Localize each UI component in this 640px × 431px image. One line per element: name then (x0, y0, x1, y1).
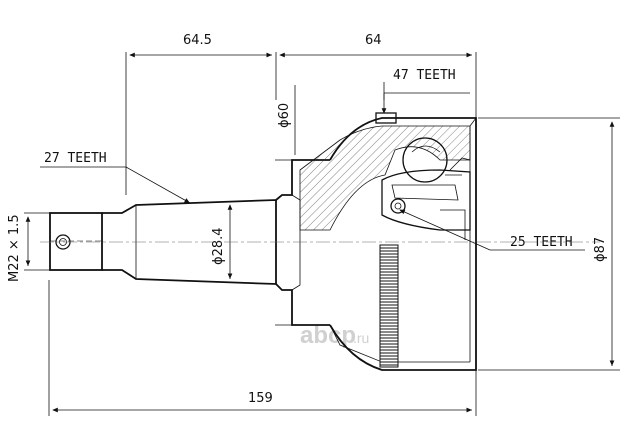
watermark-tld: .ru (353, 330, 369, 346)
threaded-end (49, 212, 103, 271)
dim-housing-length: 64 (365, 33, 382, 48)
abs-ring (379, 244, 399, 368)
callout-inner-spline (399, 209, 585, 251)
dim-shaft-length: 64.5 (183, 33, 212, 48)
watermark-brand: abcp (300, 322, 356, 349)
dim-thread: M22 × 1.5 (7, 214, 22, 282)
top-dimensions (125, 52, 477, 195)
abs-teeth-pattern (380, 247, 398, 366)
housing-stem (275, 159, 330, 326)
dim-overall-length: 159 (248, 391, 273, 406)
ball-lower (390, 198, 406, 214)
callout-outer-spline-label: 27 TEETH (44, 151, 107, 166)
bottom-dimension (48, 280, 477, 416)
ball-upper (402, 137, 448, 183)
callout-outer-spline (40, 166, 191, 204)
callout-inner-spline-label: 25 TEETH (510, 235, 573, 250)
watermark: abcp .ru (300, 322, 369, 349)
dim-shaft-diameter: ϕ28.4 (211, 227, 226, 265)
thread-dimension (24, 212, 50, 271)
inner-joint (381, 137, 471, 240)
dim-outer-diameter: ϕ87 (593, 237, 608, 262)
outer-diameter-dimension (478, 117, 620, 371)
callout-abs-teeth-label: 47 TEETH (393, 68, 456, 83)
dim-stem-diameter: ϕ60 (277, 103, 292, 128)
callout-abs-teeth (375, 82, 470, 124)
